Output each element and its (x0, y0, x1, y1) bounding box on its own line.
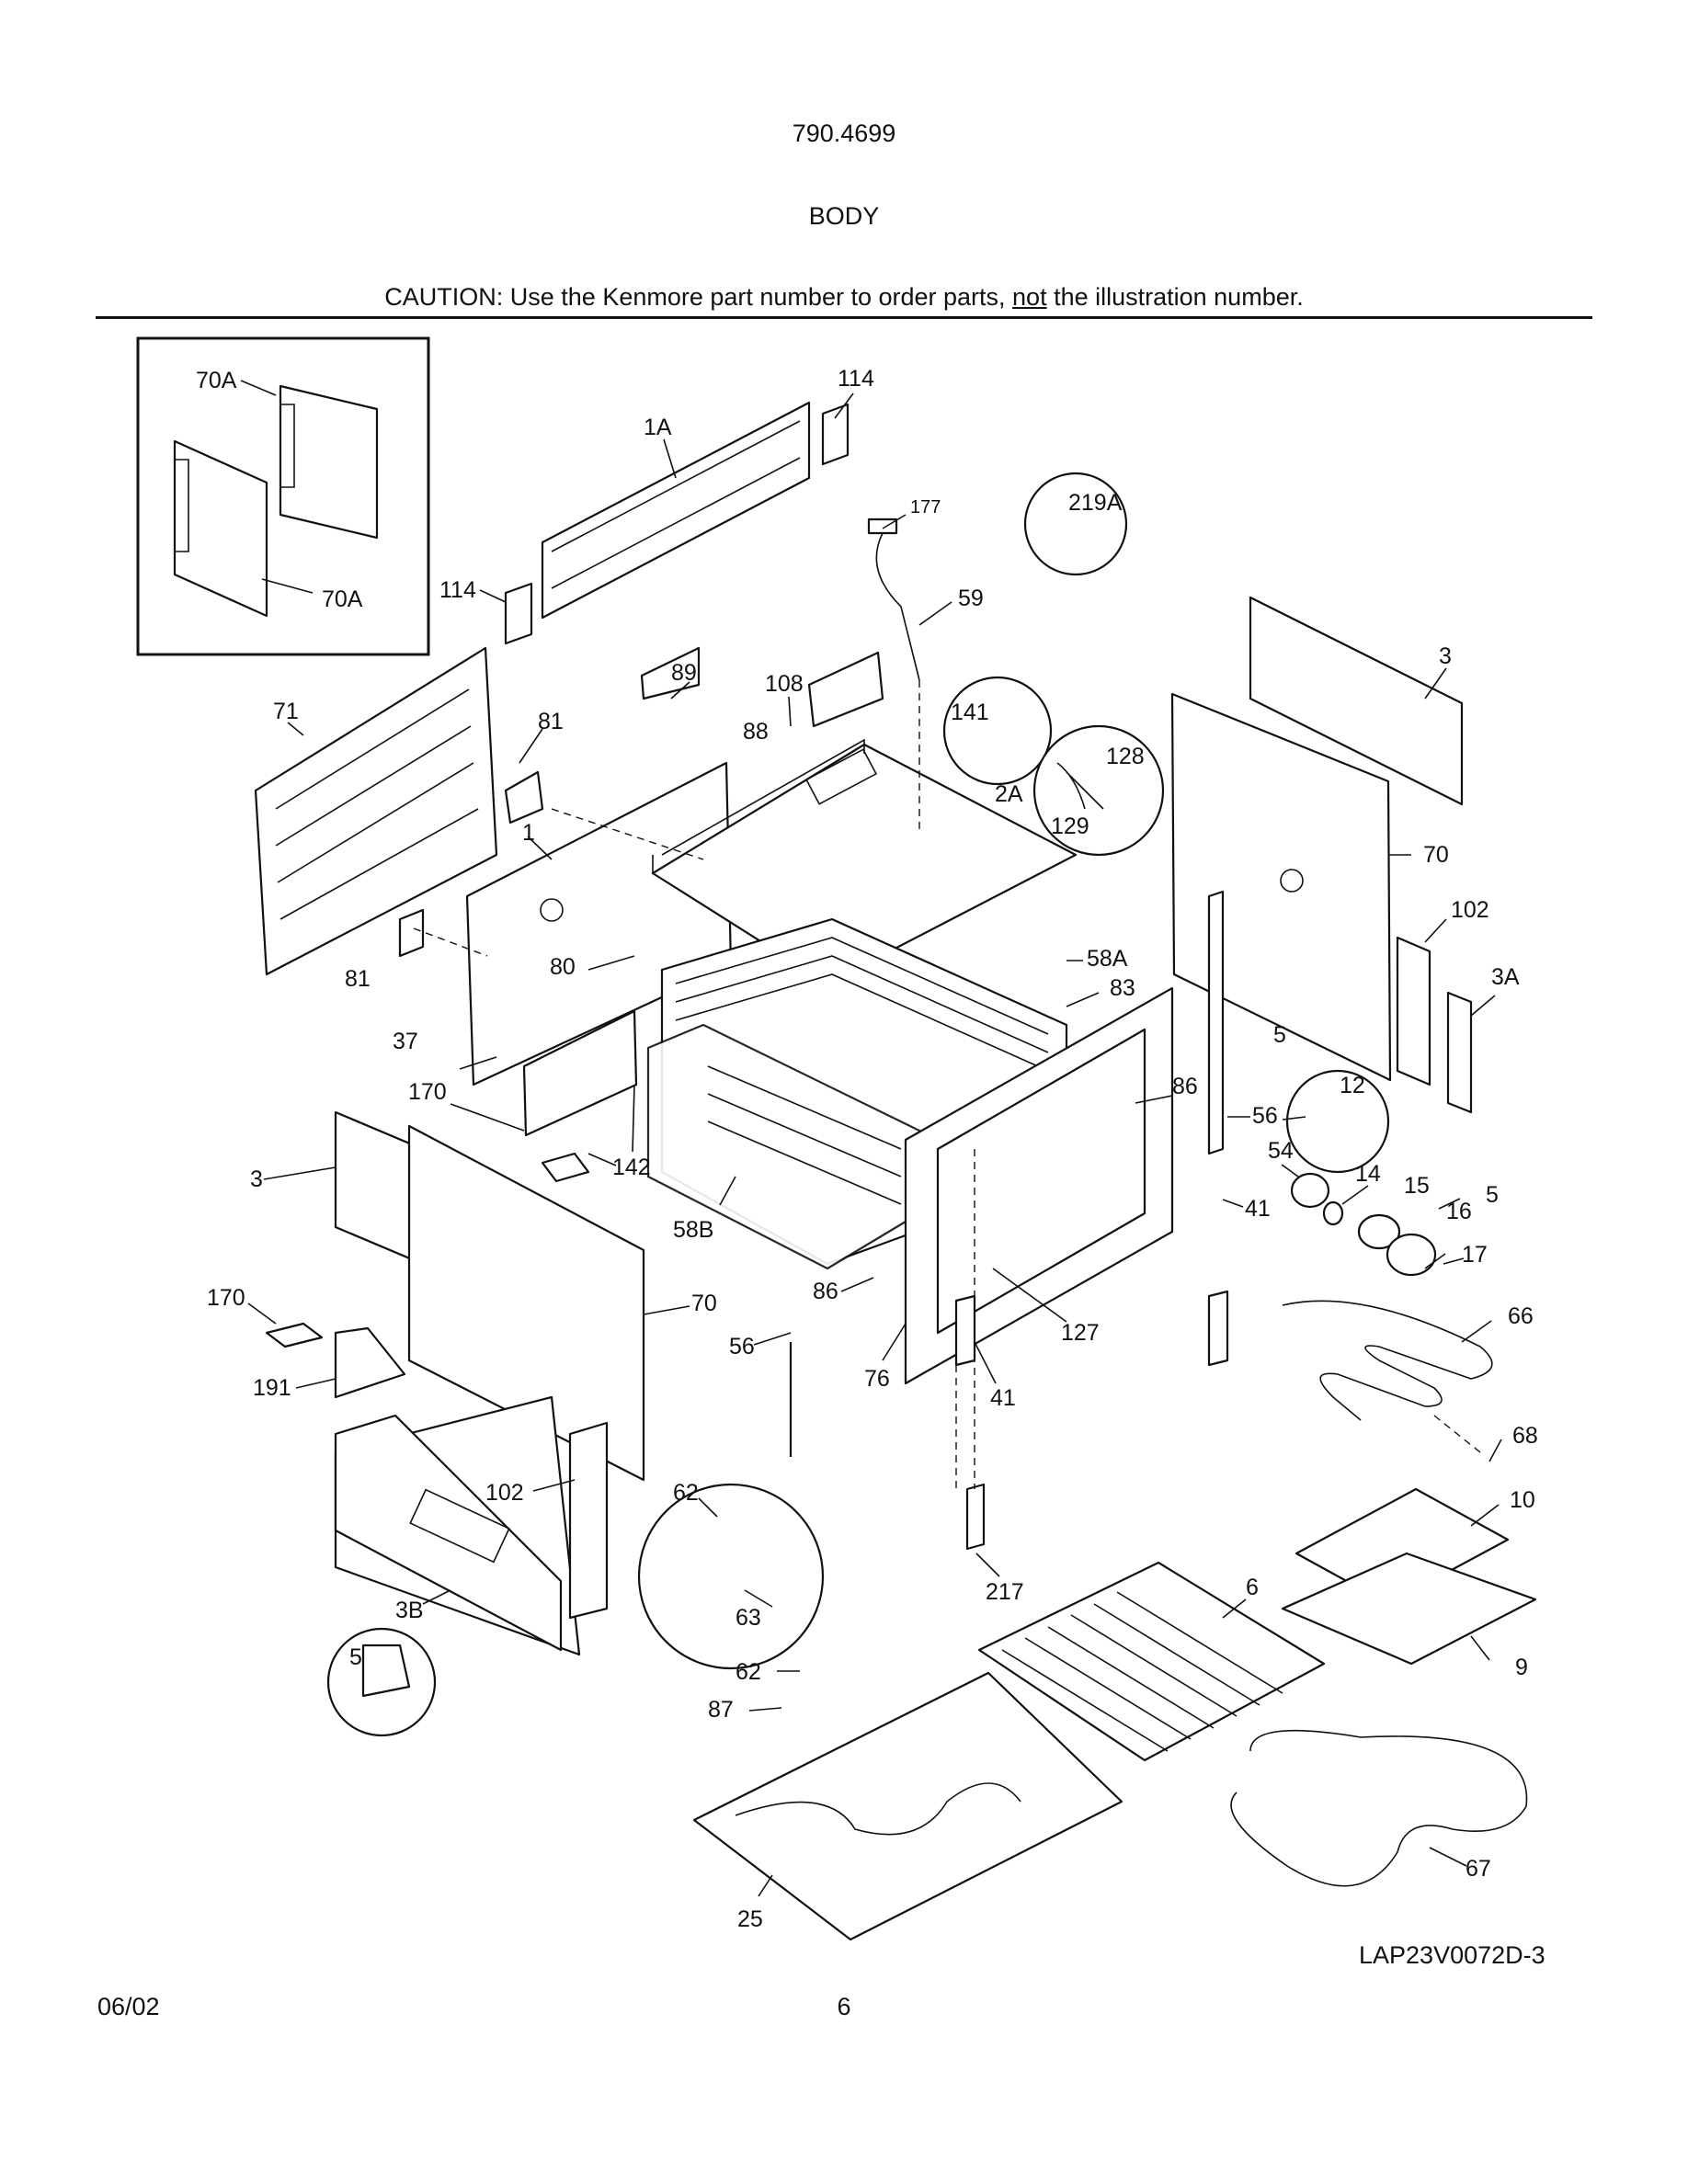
oven-bottom (692, 1671, 1123, 1941)
label-62-top: 62 (673, 1480, 699, 1506)
page-number: 6 (837, 1993, 851, 2020)
label-1: 1 (522, 820, 535, 846)
label-56-left: 56 (729, 1334, 755, 1359)
broil-element (1282, 1300, 1493, 1421)
label-41-left: 41 (990, 1385, 1016, 1411)
label-129: 129 (1051, 813, 1089, 839)
label-9: 9 (1515, 1655, 1528, 1680)
label-81-top: 81 (538, 709, 564, 734)
label-68: 68 (1512, 1423, 1538, 1449)
caution-text-end: the illustration number. (1046, 283, 1304, 311)
label-219A: 219A (1068, 490, 1123, 516)
bake-element (1230, 1729, 1528, 1887)
small-parts (265, 518, 1229, 1551)
label-17: 17 (1462, 1242, 1488, 1268)
label-86-right: 86 (1172, 1074, 1198, 1099)
alignment-lines (413, 680, 1481, 1489)
detail-callouts (326, 472, 1390, 1737)
label-6: 6 (1246, 1575, 1259, 1600)
lamp-parts (1290, 1172, 1437, 1277)
label-62-bottom: 62 (736, 1659, 761, 1685)
label-89: 89 (671, 660, 697, 686)
label-88: 88 (743, 719, 769, 745)
header-rule (96, 316, 1592, 319)
label-76: 76 (864, 1366, 890, 1392)
label-128: 128 (1106, 744, 1145, 769)
label-15: 15 (1404, 1173, 1430, 1199)
label-86-left: 86 (813, 1279, 838, 1304)
label-70A-top: 70A (196, 368, 237, 393)
label-2A: 2A (995, 781, 1023, 807)
front-frame (904, 986, 1174, 1385)
label-114-top: 114 (838, 366, 874, 392)
label-170-top: 170 (408, 1079, 447, 1105)
label-3A: 3A (1491, 964, 1520, 990)
leader-lines (240, 380, 1502, 1897)
label-16: 16 (1446, 1199, 1472, 1224)
label-102-left: 102 (485, 1480, 524, 1506)
section-title: BODY (808, 202, 880, 230)
label-56-right: 56 (1252, 1103, 1278, 1129)
label-10: 10 (1510, 1487, 1535, 1513)
oven-rack (977, 1561, 1326, 1762)
label-191: 191 (253, 1375, 291, 1401)
label-71: 71 (273, 699, 299, 724)
label-70A-bottom: 70A (322, 586, 363, 612)
label-70-left: 70 (691, 1291, 717, 1316)
label-3-right: 3 (1439, 643, 1452, 669)
label-41-right: 41 (1245, 1196, 1271, 1222)
label-12: 12 (1340, 1073, 1365, 1098)
label-54: 54 (1268, 1138, 1294, 1164)
caution-text-start: CAUTION: Use the Kenmore part number to … (384, 283, 1013, 311)
right-side-panels (1170, 596, 1473, 1155)
label-114-left: 114 (439, 577, 476, 603)
caution-emphasis: not (1012, 283, 1047, 311)
label-58A: 58A (1087, 946, 1128, 972)
label-63: 63 (736, 1605, 761, 1631)
part-labels: 70A 70A 114 114 1A 177 219A 59 3 71 89 1… (196, 366, 1538, 1932)
label-5-left: 5 (349, 1644, 362, 1670)
label-14: 14 (1355, 1161, 1381, 1187)
label-81-left: 81 (345, 966, 371, 992)
caution-note: CAUTION: Use the Kenmore part number to … (0, 283, 1688, 312)
label-142: 142 (612, 1155, 651, 1180)
label-102-right: 102 (1451, 897, 1489, 923)
label-87: 87 (708, 1697, 734, 1723)
left-side-panel (254, 646, 498, 976)
label-67: 67 (1466, 1856, 1491, 1882)
bottom-left-panel (334, 1414, 563, 1652)
label-59: 59 (958, 586, 984, 611)
label-66: 66 (1508, 1303, 1534, 1329)
footer-date: 06/02 (97, 1993, 160, 2020)
label-141: 141 (951, 700, 989, 725)
label-1A: 1A (644, 415, 672, 440)
label-83: 83 (1110, 975, 1135, 1001)
label-170-left: 170 (207, 1285, 245, 1311)
label-3-left: 3 (250, 1166, 263, 1192)
label-25: 25 (737, 1906, 763, 1932)
label-70-right: 70 (1423, 842, 1449, 868)
label-5-mid: 5 (1273, 1022, 1286, 1048)
drawing-code: LAP23V0072D-3 (1359, 1941, 1545, 1969)
top-rear-panel (504, 401, 850, 645)
label-127: 127 (1061, 1320, 1100, 1346)
label-80: 80 (550, 954, 576, 980)
label-58B: 58B (673, 1217, 713, 1243)
label-217: 217 (986, 1579, 1024, 1605)
model-number: 790.4699 (792, 119, 896, 147)
label-108: 108 (765, 671, 804, 697)
label-37: 37 (393, 1029, 418, 1054)
inset-box (136, 336, 430, 656)
label-3B: 3B (395, 1598, 424, 1623)
label-177: 177 (910, 497, 941, 518)
label-5-right: 5 (1486, 1182, 1499, 1208)
broiler-pan (1281, 1487, 1537, 1666)
